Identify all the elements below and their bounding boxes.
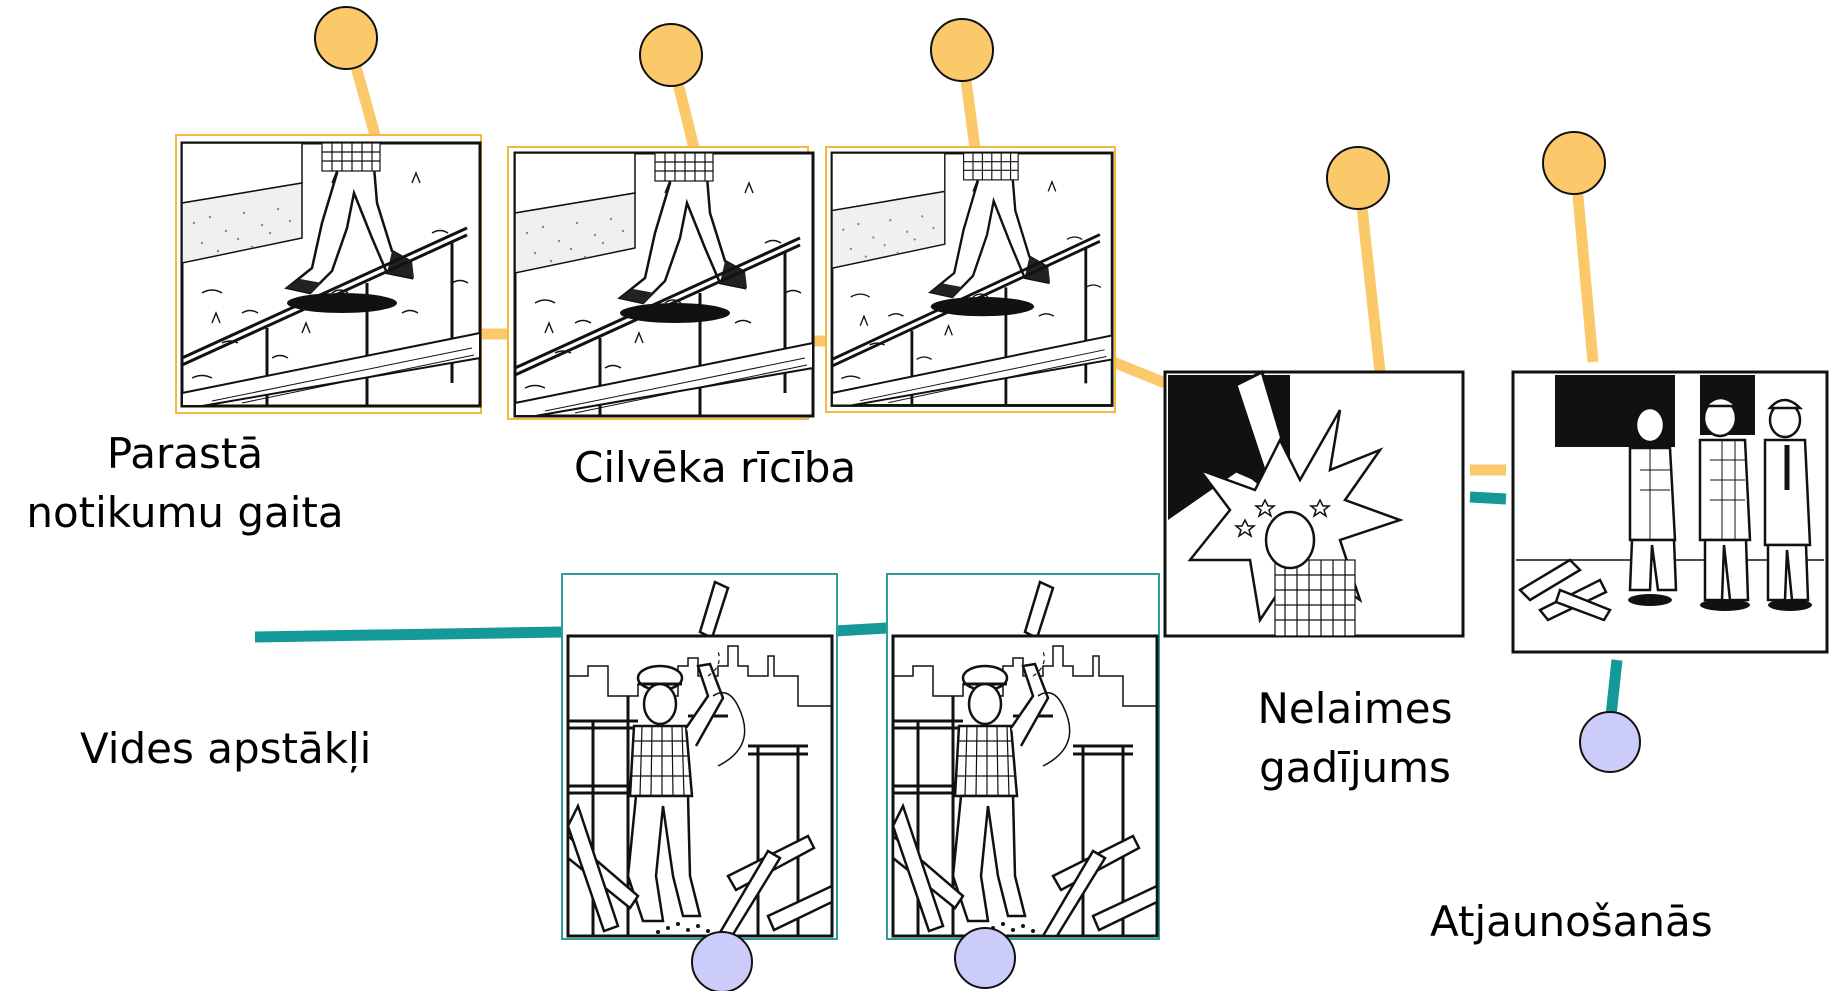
- environment-panel-1: [561, 573, 838, 940]
- environment-panel-2: [886, 573, 1160, 940]
- walk-panel-2: [507, 146, 815, 420]
- pin-line-4: [1353, 179, 1386, 373]
- label-accident-line1: Nelaimes: [1257, 684, 1453, 733]
- walk-panel-3: [825, 146, 1116, 413]
- label-normal-course: Parastā notikumu gaita: [16, 425, 354, 543]
- orange-node-4: [1326, 146, 1390, 210]
- env-line-mid: [834, 622, 888, 637]
- label-human-action: Cilvēka rīcība: [574, 443, 857, 492]
- pin-line-5: [1569, 162, 1599, 363]
- orange-node-2: [639, 23, 703, 87]
- recovery-panel: [1511, 370, 1829, 654]
- orange-node-1: [314, 6, 378, 70]
- walk-panel-1: [175, 134, 482, 414]
- env-line-right: [1469, 491, 1507, 505]
- env-line-left: [254, 626, 563, 643]
- lavender-node-recovery: [1579, 711, 1641, 773]
- orange-node-5: [1542, 131, 1606, 195]
- label-normal-course-line1: Parastā: [106, 429, 264, 478]
- label-environment: Vides apstākļi: [80, 724, 372, 773]
- link-walk-3-accident: [1110, 356, 1168, 389]
- accident-panel: [1163, 369, 1465, 638]
- lavender-node-env-1: [691, 931, 753, 991]
- label-normal-course-line2: notikumu gaita: [26, 487, 344, 537]
- label-recovery: Atjaunošanās: [1430, 897, 1713, 946]
- lavender-node-env-2: [954, 927, 1016, 989]
- label-accident-line2: gadījums: [1259, 742, 1451, 792]
- lavender-nodes: [691, 711, 1641, 991]
- orange-node-3: [930, 18, 994, 82]
- label-accident: Nelaimes gadījums: [1240, 680, 1470, 798]
- orange-nodes: [314, 6, 1606, 210]
